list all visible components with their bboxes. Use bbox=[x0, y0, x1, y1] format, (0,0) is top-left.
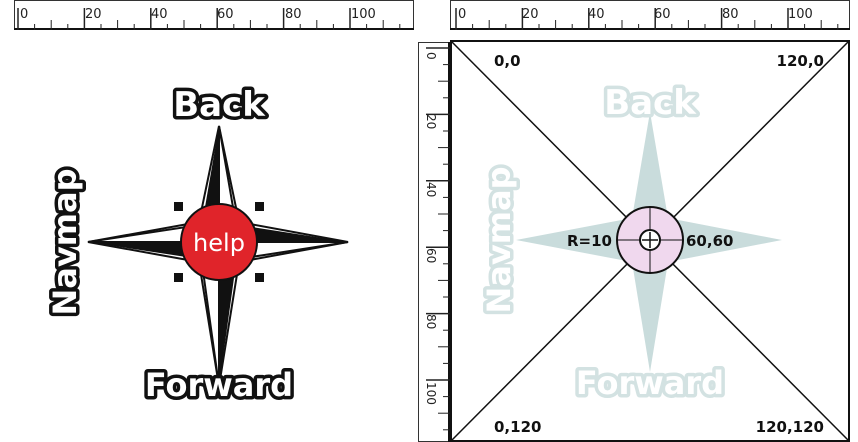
ruler-label: 0 bbox=[20, 7, 28, 22]
ruler-label: 100 bbox=[788, 7, 813, 22]
ruler-label: 100 bbox=[351, 7, 376, 22]
faded-back-label: Back bbox=[604, 83, 697, 123]
ruler-label: 60 bbox=[424, 248, 438, 263]
compass-graphic: help Back Forward Navmap bbox=[43, 82, 349, 408]
ruler-label: 20 bbox=[522, 7, 539, 22]
ruler-label: 80 bbox=[722, 7, 739, 22]
help-button[interactable]: help bbox=[180, 203, 258, 281]
selection-handle bbox=[255, 202, 264, 211]
left-ruler-graphic: 0 20 40 60 80 100 bbox=[14, 0, 414, 30]
vertical-ruler: 0 20 40 60 80 100 bbox=[418, 42, 450, 442]
navmap-button[interactable]: Navmap bbox=[43, 165, 88, 319]
center-coordinate-label: 60,60 bbox=[686, 232, 733, 250]
ruler-label: 40 bbox=[424, 182, 438, 197]
ruler-label: 80 bbox=[285, 7, 302, 22]
corner-label-bottom-right: 120,120 bbox=[756, 418, 824, 436]
ruler-label: 40 bbox=[151, 7, 168, 22]
corner-label-top-left: 0,0 bbox=[494, 52, 521, 70]
ruler-label: 20 bbox=[424, 114, 438, 129]
center-hotspot bbox=[616, 206, 684, 274]
vertical-ruler-graphic: 0 20 40 60 80 100 bbox=[418, 42, 450, 442]
right-ruler-graphic: 0 20 40 60 80 100 bbox=[450, 0, 850, 30]
ruler-label: 100 bbox=[424, 382, 438, 405]
ruler-label: 0 bbox=[424, 52, 438, 60]
forward-button[interactable]: Forward bbox=[141, 363, 296, 408]
star-outline bbox=[87, 125, 349, 387]
right-top-ruler: 0 20 40 60 80 100 bbox=[450, 0, 850, 30]
compass-panel: help Back Forward Navmap bbox=[14, 30, 418, 442]
ruler-label: 0 bbox=[458, 7, 466, 22]
radius-label: R=10 bbox=[567, 232, 612, 250]
ruler-label: 20 bbox=[85, 7, 102, 22]
ruler-label: 60 bbox=[654, 7, 671, 22]
forward-label: Forward bbox=[145, 366, 293, 404]
ruler-label: 80 bbox=[424, 314, 438, 329]
selection-handle bbox=[174, 273, 183, 282]
left-top-ruler: 0 20 40 60 80 100 bbox=[14, 0, 414, 30]
ruler-label: 60 bbox=[217, 7, 234, 22]
faded-forward-label: Forward bbox=[576, 364, 724, 402]
corner-label-top-right: 120,0 bbox=[777, 52, 824, 70]
back-button[interactable]: Back bbox=[170, 82, 270, 129]
help-label: help bbox=[193, 229, 245, 257]
corner-label-bottom-left: 0,120 bbox=[494, 418, 541, 436]
back-label: Back bbox=[173, 85, 266, 125]
coordinate-map-graphic: Back Forward Navmap 0,0 120,0 0,120 120,… bbox=[450, 40, 850, 442]
coordinate-map-panel: Back Forward Navmap 0,0 120,0 0,120 120,… bbox=[450, 40, 850, 442]
navmap-label: Navmap bbox=[46, 168, 84, 315]
selection-handle bbox=[174, 202, 183, 211]
faded-navmap-label: Navmap bbox=[480, 166, 518, 313]
ruler-label: 40 bbox=[588, 7, 605, 22]
selection-handle bbox=[255, 273, 264, 282]
